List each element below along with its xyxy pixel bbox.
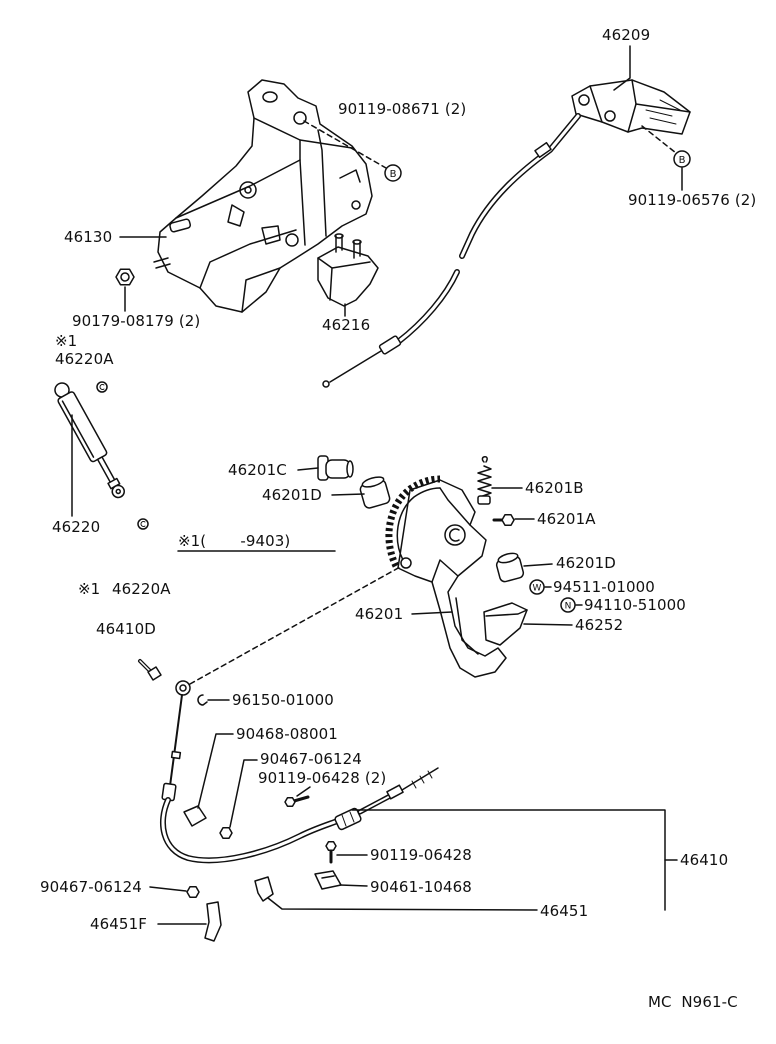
leader-line (267, 897, 538, 911)
parking-brake-pedal-46201 (385, 475, 507, 678)
bolt-ref-b-icon: B (384, 164, 402, 182)
bolt-90119-06428-pair (284, 795, 310, 808)
bolt-ref-b-icon: B (673, 150, 691, 168)
pedal-bracket-46130 (153, 79, 373, 313)
leader-line (229, 759, 258, 828)
clamp-90461-10468 (314, 870, 342, 890)
footer-code: MC N961-C (648, 993, 738, 1011)
nut-90467-06124-left (186, 886, 200, 898)
callout-96150-01000: 96150-01000 (232, 691, 334, 709)
collar-46201D-right (495, 552, 525, 583)
return-spring-46201B (477, 456, 492, 505)
bolt-46410D (138, 659, 162, 681)
leader-line (339, 884, 368, 887)
leader-line (523, 623, 573, 626)
callout-46220A-bottom: 46220A (112, 580, 171, 598)
leader-line (297, 467, 319, 471)
callout-46201B: 46201B (525, 479, 584, 497)
parking-brake-cable-46410 (159, 680, 439, 864)
callout-46216: 46216 (322, 316, 371, 334)
callout-90467-06124-mid: 90467-06124 (260, 750, 362, 768)
leader-line (296, 786, 311, 797)
callout-90119-06576: 90119-06576 (2) (628, 191, 757, 209)
callout-90119-06428: 90119-06428 (370, 846, 472, 864)
note-mark-bottom: ※1 (78, 580, 101, 598)
callout-46220: 46220 (52, 518, 101, 536)
callout-46201A: 46201A (537, 510, 596, 528)
leader-line (331, 493, 365, 496)
bolt-46201A (492, 514, 515, 526)
clip-96150-01000 (197, 694, 208, 706)
leader-line (523, 563, 553, 567)
ratchet-teeth (385, 475, 441, 568)
leader-line (613, 45, 631, 91)
note-mark-top: ※1 (55, 332, 78, 350)
nut-90179-08179 (115, 268, 135, 286)
callout-46252: 46252 (575, 616, 624, 634)
callout-46410D: 46410D (96, 620, 156, 638)
bushing-46201C (317, 455, 354, 481)
bracket-46451 (254, 876, 274, 902)
leader-line (149, 886, 187, 892)
dashed-leader-line (189, 566, 401, 685)
callout-90467-06124-left: 90467-06124 (40, 878, 142, 896)
callout-46201: 46201 (355, 605, 404, 623)
collar-46201D-left (359, 476, 391, 509)
nut-90467-06124-mid (219, 827, 233, 839)
svg-text:B: B (390, 169, 397, 180)
production-note: ※1( -9403) (178, 532, 291, 550)
callout-90119-08671: 90119-08671 (2) (338, 100, 467, 118)
dashed-leader-line (303, 120, 387, 169)
callout-46201D-right: 46201D (556, 554, 616, 572)
callout-46410: 46410 (680, 851, 729, 869)
callout-94511-01000: 94511-01000 (553, 578, 655, 596)
pedal-pad-46252 (483, 602, 528, 646)
callout-46220A-top: 46220A (55, 350, 114, 368)
bracket-46451F (204, 901, 222, 942)
nut-symbol-icon: N (560, 597, 576, 613)
release-cable-46209 (322, 79, 691, 388)
svg-text:N: N (565, 602, 572, 612)
callout-90179-08179: 90179-08179 (2) (72, 312, 201, 330)
dashed-leader-line (641, 125, 677, 154)
leader-lines (71, 45, 683, 925)
clip-marker-icon (137, 518, 149, 530)
leader-line (411, 611, 453, 615)
leader-line (197, 733, 234, 809)
svg-text:W: W (533, 584, 542, 594)
callout-46201C: 46201C (228, 461, 287, 479)
damper-46220 (54, 382, 125, 499)
callout-90468-08001: 90468-08001 (236, 725, 338, 743)
leader-line (351, 809, 666, 911)
callout-90461-10468: 90461-10468 (370, 878, 472, 896)
bolt-90119-06428 (325, 840, 337, 864)
callout-94110-51000: 94110-51000 (584, 596, 686, 614)
callout-46201D-left: 46201D (262, 486, 322, 504)
bracket-cover-46216 (317, 233, 379, 307)
svg-text:B: B (679, 155, 686, 166)
callout-46130: 46130 (64, 228, 113, 246)
callout-46451F: 46451F (90, 915, 147, 933)
washer-symbol-icon: W (529, 579, 545, 595)
callout-90119-06428-pair: 90119-06428 (2) (258, 769, 387, 787)
clip-marker-icon (96, 381, 108, 393)
callout-46209: 46209 (602, 26, 651, 44)
callout-46451: 46451 (540, 902, 589, 920)
clip-90468-08001 (183, 805, 207, 827)
